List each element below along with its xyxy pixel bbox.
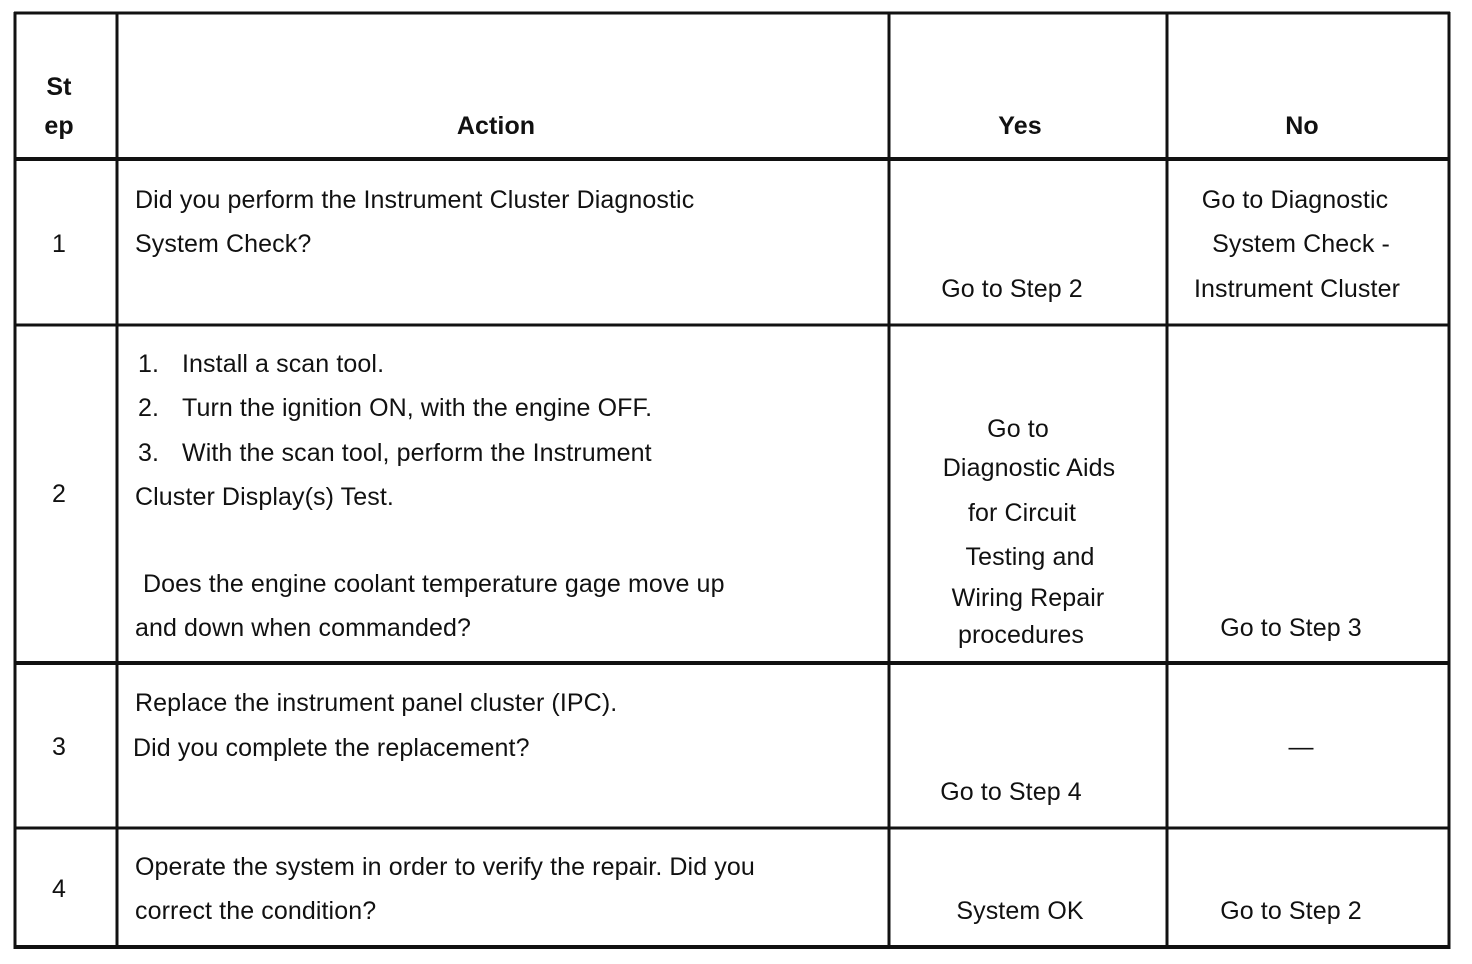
header-step-line1: St [46, 73, 72, 101]
row-3-action-line-1: Replace the instrument panel cluster (IP… [135, 689, 618, 717]
row-1-step: 1 [51, 230, 67, 258]
row-2-step: 2 [51, 480, 67, 508]
row-2-yes-line-3: for Circuit [967, 499, 1077, 527]
row-2-yes-line-1: Go to [987, 415, 1049, 443]
row-2-no: Go to Step 3 [1220, 614, 1362, 642]
header-yes: Yes [998, 112, 1042, 140]
row-2-yes-line-4: Testing and [965, 543, 1095, 571]
row-2-yes-line-5: Wiring Repair [951, 584, 1105, 612]
row-3-yes: Go to Step 4 [940, 778, 1082, 806]
row-4-no: Go to Step 2 [1220, 897, 1362, 925]
row-1-yes: Go to Step 2 [941, 275, 1083, 303]
row-4-step: 4 [51, 875, 67, 903]
header-no: No [1285, 112, 1319, 140]
row-4-action-line-2: correct the condition? [135, 897, 377, 925]
row-1-no-line-1: Go to Diagnostic [1201, 186, 1389, 214]
row-2-item-1-number: 1. [138, 350, 160, 378]
row-2-item-1-text: Install a scan tool. [182, 350, 385, 378]
row-1-no-line-2: System Check - [1212, 230, 1390, 258]
row-2-item-3-text: With the scan tool, perform the Instrume… [182, 439, 652, 467]
row-2-question-line-2: and down when commanded? [135, 614, 471, 642]
row-4-action-line-1: Operate the system in order to verify th… [135, 853, 755, 881]
row-2-yes-line-6: procedures [957, 621, 1085, 649]
row-1-action-line-1: Did you perform the Instrument Cluster D… [135, 186, 695, 214]
header-action: Action [456, 112, 536, 140]
row-1-no-line-3: Instrument Cluster [1193, 275, 1401, 303]
row-2-item-3-number: 3. [138, 439, 160, 467]
row-3-action-line-2: Did you complete the replacement? [133, 734, 530, 762]
row-2-yes-line-2: Diagnostic Aids [942, 454, 1116, 482]
row-4-yes: System OK [956, 897, 1084, 925]
row-1-action-line-2: System Check? [135, 230, 312, 258]
row-2-question-line-1: Does the engine coolant temperature gage… [143, 570, 725, 598]
header-step-line2: ep [44, 112, 74, 140]
row-3-step: 3 [51, 733, 67, 761]
row-2-item-3-continuation: Cluster Display(s) Test. [135, 483, 394, 511]
row-3-no: — [1288, 733, 1314, 761]
row-2-item-2-text: Turn the ignition ON, with the engine OF… [182, 394, 653, 422]
row-2-item-2-number: 2. [138, 394, 160, 422]
